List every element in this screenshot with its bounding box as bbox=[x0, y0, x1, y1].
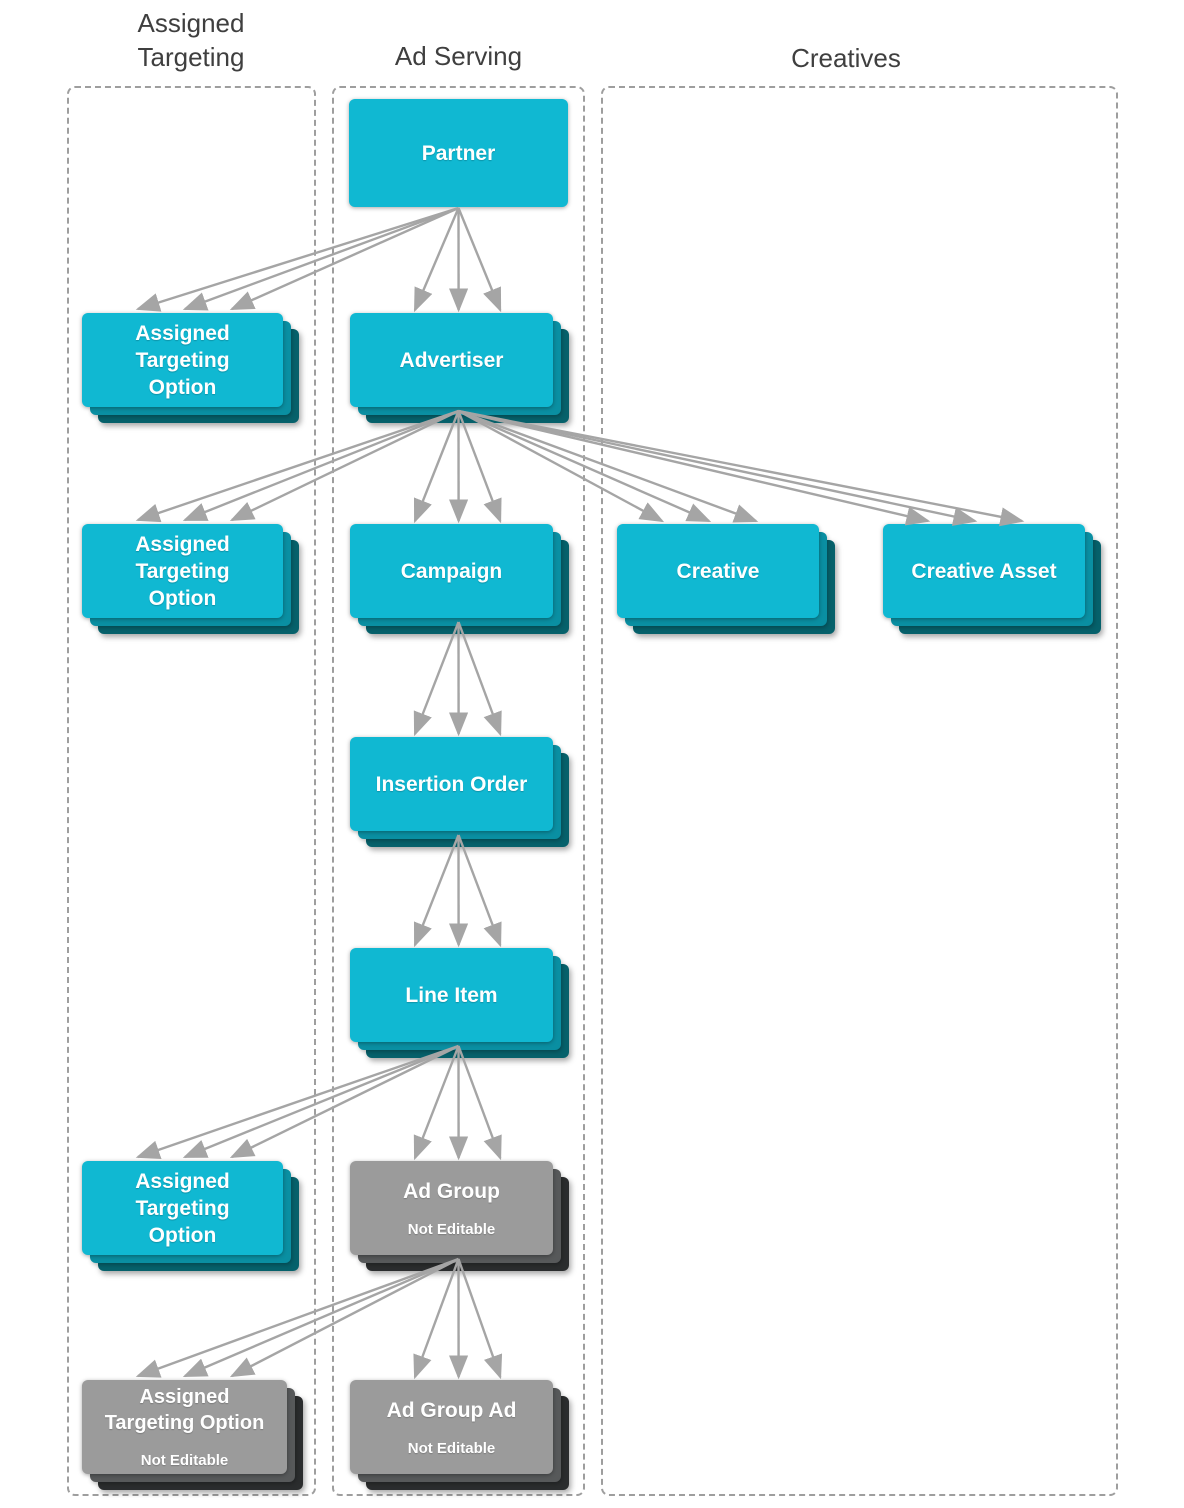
node-label: Partner bbox=[421, 141, 496, 165]
node-label: Ad Group bbox=[403, 1179, 500, 1203]
node-assigned-targeting-option-3: Assigned Targeting Option bbox=[82, 1161, 299, 1271]
node-face: Creative Asset bbox=[883, 524, 1085, 618]
node-face: Line Item bbox=[350, 948, 553, 1042]
node-face: Assigned Targeting Option bbox=[82, 524, 283, 618]
node-label: Creative Asset bbox=[911, 559, 1057, 583]
node-face: Assigned Targeting Option bbox=[82, 313, 283, 407]
node-sublabel: Not Editable bbox=[407, 1439, 496, 1457]
node-advertiser: Advertiser bbox=[350, 313, 569, 423]
node-face: Advertiser bbox=[350, 313, 553, 407]
node-face: Campaign bbox=[350, 524, 553, 618]
node-label: Ad Group Ad bbox=[386, 1398, 517, 1422]
node-creative: Creative bbox=[617, 524, 835, 634]
node-creative-asset: Creative Asset bbox=[883, 524, 1101, 634]
node-label: Insertion Order bbox=[375, 772, 528, 796]
column-frame-ad-serving bbox=[332, 86, 585, 1496]
node-label: Assigned Targeting Option bbox=[135, 321, 230, 399]
node-label: Line Item bbox=[405, 983, 498, 1007]
node-label: Advertiser bbox=[399, 348, 504, 372]
column-header-creatives: Creatives bbox=[791, 43, 901, 73]
node-insertion-order: Insertion Order bbox=[350, 737, 569, 847]
node-label: Assigned Targeting Option bbox=[135, 1169, 230, 1247]
node-face: Ad Group Ad Not Editable bbox=[350, 1380, 553, 1474]
node-face: Insertion Order bbox=[350, 737, 553, 831]
node-assigned-targeting-option-1: Assigned Targeting Option bbox=[82, 313, 299, 423]
node-label: Creative bbox=[676, 559, 760, 583]
node-sublabel: Not Editable bbox=[140, 1452, 229, 1469]
node-label: Assigned Targeting Option bbox=[135, 532, 230, 610]
node-label: Assigned Targeting Option bbox=[104, 1386, 265, 1434]
node-face: Assigned Targeting Option bbox=[82, 1161, 283, 1255]
node-face: Partner bbox=[349, 99, 568, 207]
column-frame-assigned-targeting bbox=[67, 86, 316, 1496]
node-campaign: Campaign bbox=[350, 524, 569, 634]
column-header-assigned-targeting: Assigned Targeting bbox=[137, 8, 245, 72]
node-label: Campaign bbox=[400, 559, 503, 583]
column-frame-creatives bbox=[601, 86, 1118, 1496]
node-sublabel: Not Editable bbox=[407, 1220, 496, 1238]
node-ad-group-ad: Ad Group Ad Not Editable bbox=[350, 1380, 569, 1490]
node-assigned-targeting-option-2: Assigned Targeting Option bbox=[82, 524, 299, 634]
node-partner: Partner bbox=[349, 99, 568, 207]
node-face: Creative bbox=[617, 524, 819, 618]
node-line-item: Line Item bbox=[350, 948, 569, 1058]
column-header-ad-serving: Ad Serving bbox=[394, 41, 523, 71]
